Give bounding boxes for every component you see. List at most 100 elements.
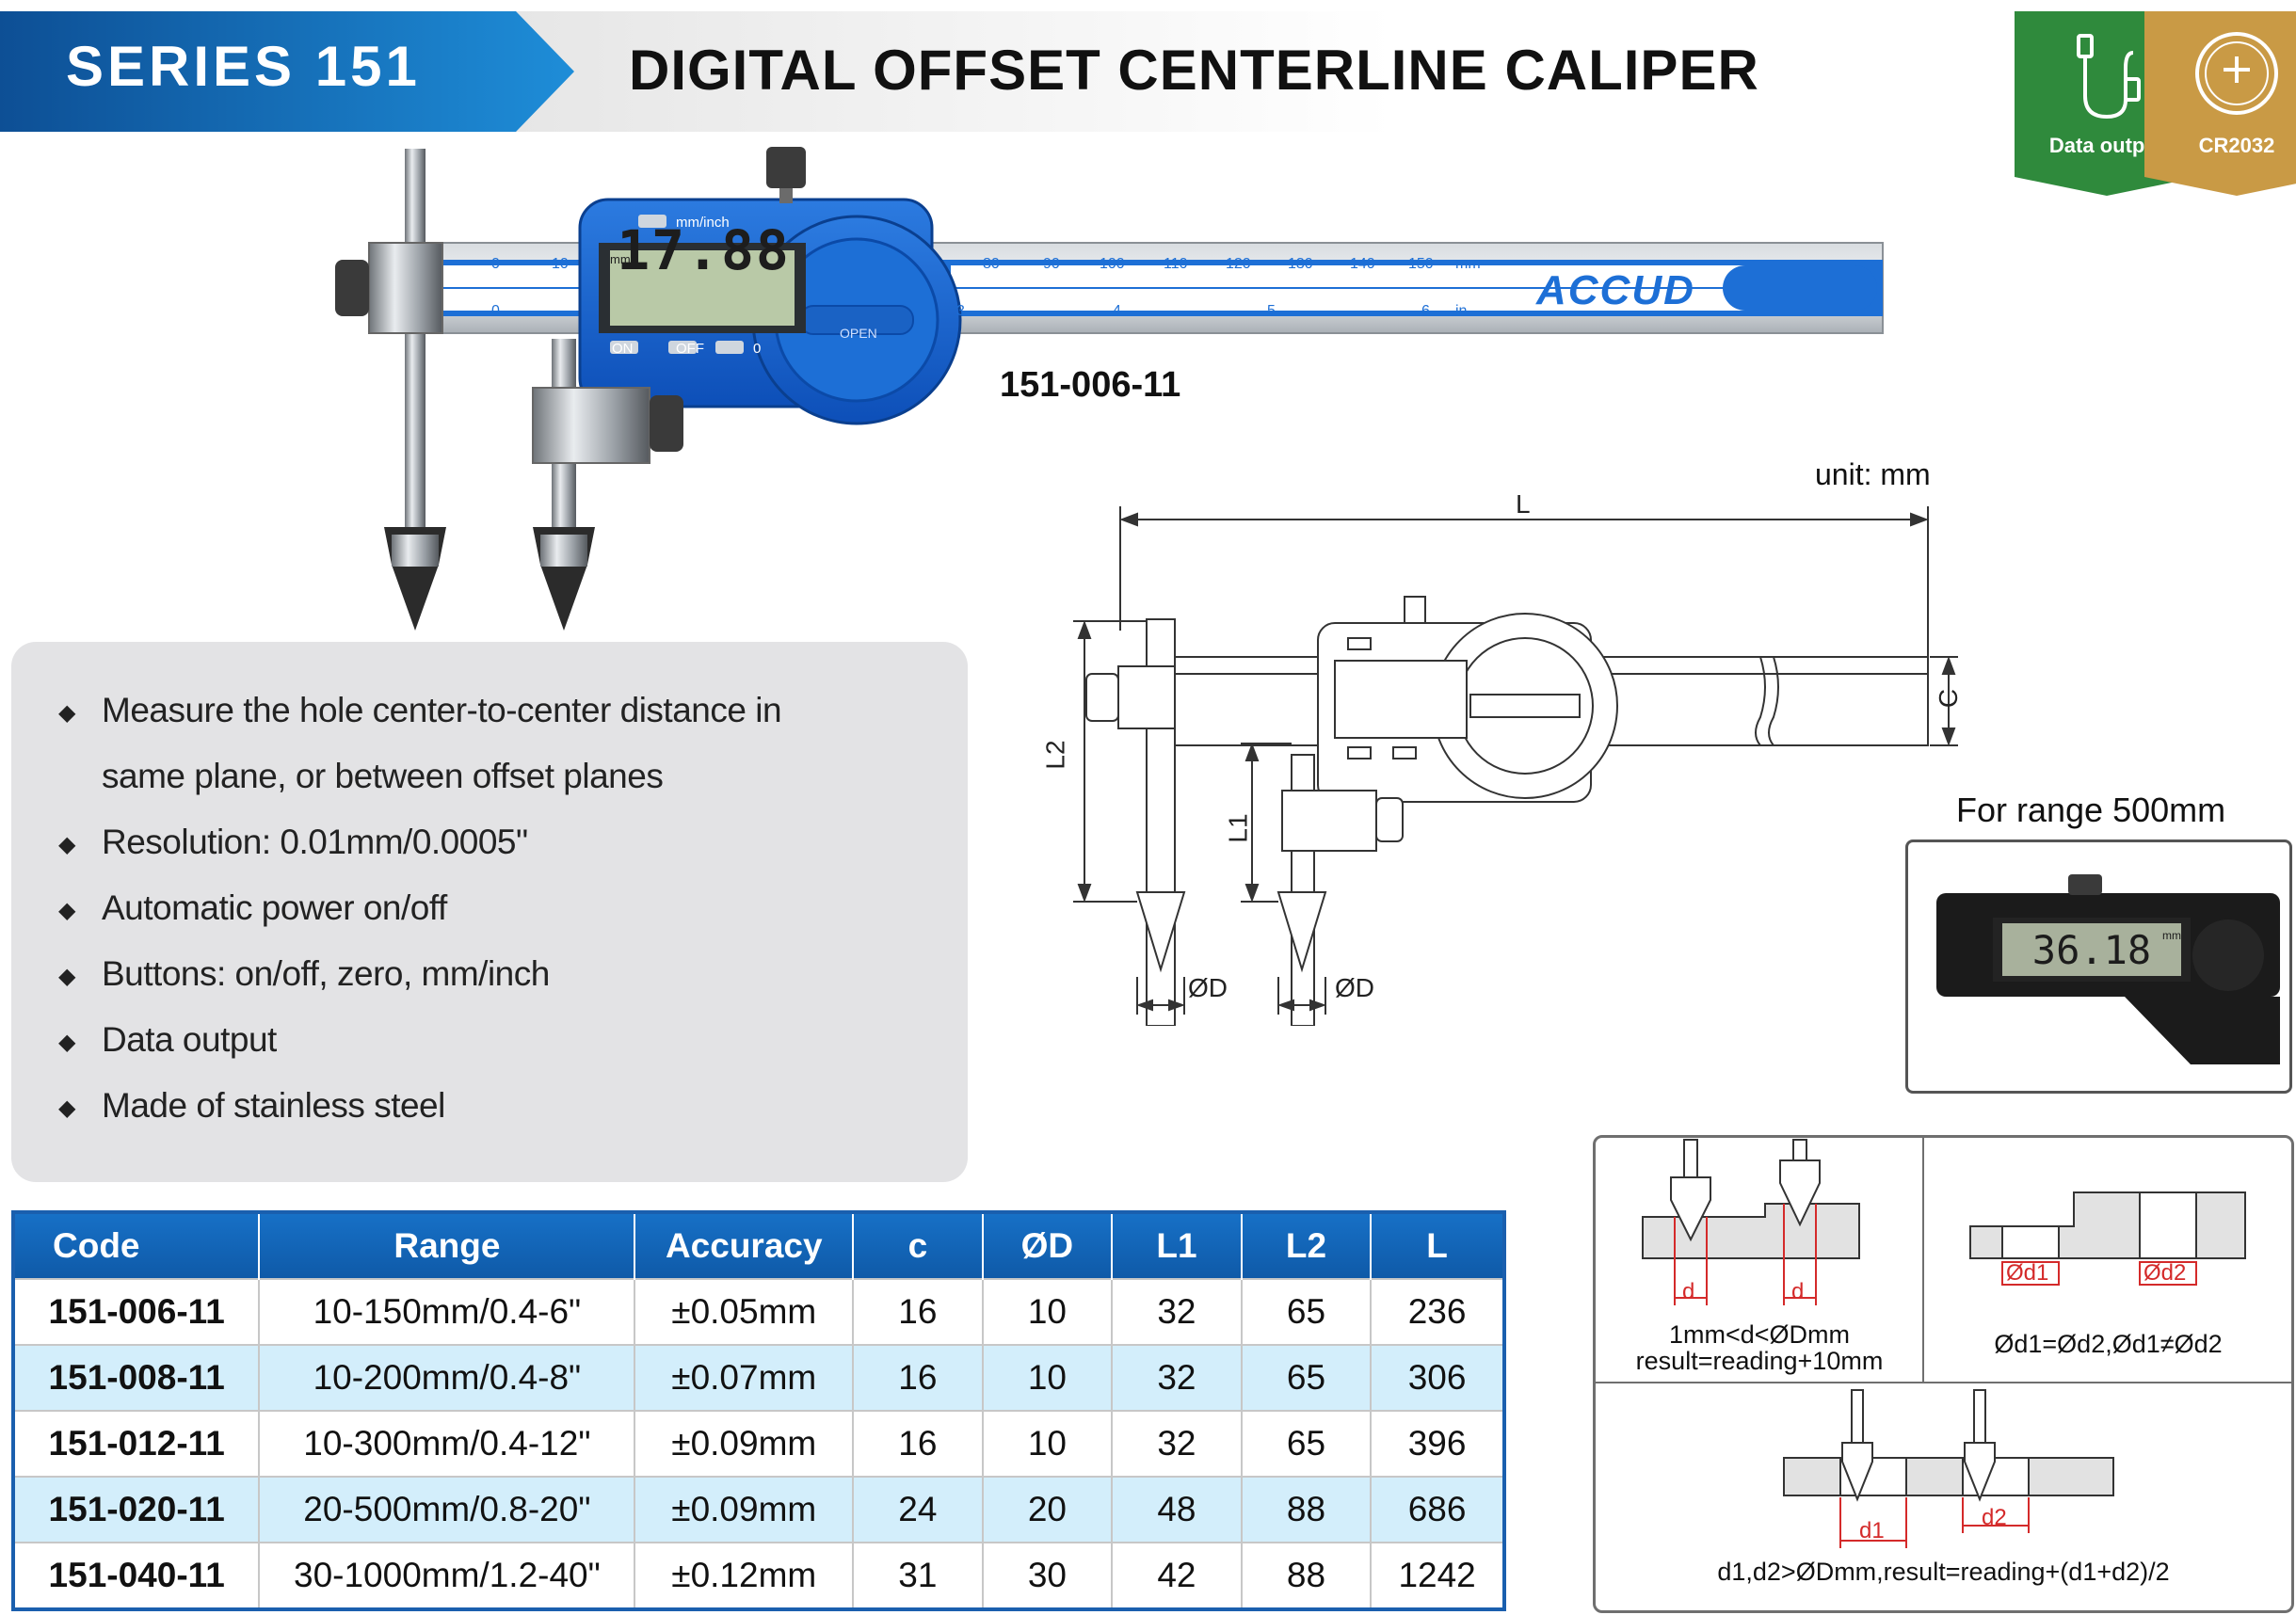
dim-L2-label: L2 — [1040, 740, 1070, 770]
feature-item: ◆Measure the hole center-to-center dista… — [58, 691, 782, 729]
cell-c: 16 — [853, 1345, 984, 1411]
cell-l: 236 — [1371, 1279, 1505, 1345]
case1-condition: 1mm<d<ØDmm — [1668, 1320, 1851, 1349]
cell-accuracy: ±0.09mm — [634, 1477, 855, 1543]
scale-mm-130: 130 — [1288, 256, 1313, 272]
cell-l2: 88 — [1241, 1477, 1373, 1543]
cell-range: 20-500mm/0.8-20" — [259, 1477, 636, 1543]
diamond-bullet-icon: ◆ — [58, 1095, 75, 1121]
table-row: 151-040-11 30-1000mm/1.2-40" ±0.12mm 31 … — [13, 1543, 1505, 1609]
cell-code: 151-020-11 — [13, 1477, 261, 1543]
zero-button-label: 0 — [753, 341, 762, 357]
scale-in-4: 4 — [1113, 303, 1121, 319]
diamond-bullet-icon: ◆ — [58, 1029, 75, 1055]
header-l1: L1 — [1112, 1212, 1243, 1279]
feature-item: ◆Automatic power on/off — [58, 888, 447, 927]
case1-d-right: d — [1791, 1279, 1805, 1304]
cell-code: 151-012-11 — [13, 1411, 261, 1477]
range500-photo: 36.18 mm — [1905, 839, 2292, 1094]
open-label: OPEN — [840, 326, 877, 341]
case2-d1: Ød1 — [2006, 1260, 2049, 1286]
dim-OD-left-label: ØD — [1188, 973, 1228, 1002]
cell-l: 686 — [1371, 1477, 1505, 1543]
range500-label: For range 500mm — [1956, 791, 2226, 829]
features-panel: ◆Measure the hole center-to-center dista… — [11, 642, 968, 1182]
title-background — [508, 11, 1393, 132]
scale-mm-110: 110 — [1164, 256, 1188, 272]
cell-l: 1242 — [1371, 1543, 1505, 1609]
range500-reading: 36.18 — [2031, 926, 2152, 973]
feature-item-continuation: same plane, or between offset planes — [102, 757, 664, 795]
diamond-bullet-icon: ◆ — [58, 699, 75, 726]
cell-accuracy: ±0.09mm — [634, 1411, 855, 1477]
model-caption: 151-006-11 — [1000, 365, 1181, 405]
header-accuracy: Accuracy — [634, 1212, 855, 1279]
cell-l2: 65 — [1241, 1279, 1373, 1345]
usb-cable-icon — [2077, 34, 2141, 120]
scale-mm-10: 10 — [552, 256, 569, 272]
measurement-illustrations: d d 1mm<d<ØDmm result=reading+10mm Ød1 Ø… — [1593, 1135, 2294, 1613]
cell-l1: 32 — [1112, 1279, 1243, 1345]
case2-d2: Ød2 — [2143, 1260, 2187, 1286]
dim-L-label: L — [1516, 489, 1531, 519]
feature-item: ◆Made of stainless steel — [58, 1086, 445, 1125]
table-row: 151-020-11 20-500mm/0.8-20" ±0.09mm 24 2… — [13, 1477, 1505, 1543]
cell-code: 151-006-11 — [13, 1279, 261, 1345]
cell-l: 306 — [1371, 1345, 1505, 1411]
scale-mm-0: 0 — [491, 256, 500, 272]
series-label: SERIES 151 — [66, 35, 421, 98]
unit-label: unit: mm — [1815, 457, 1931, 491]
cell-c: 24 — [853, 1477, 984, 1543]
cell-l1: 48 — [1112, 1477, 1243, 1543]
dim-C-label: C — [1934, 688, 1964, 709]
cell-l1: 32 — [1112, 1345, 1243, 1411]
feature-item: ◆Resolution: 0.01mm/0.0005" — [58, 823, 528, 861]
spec-table: Code Range Accuracy c ØD L1 L2 L 151-006… — [11, 1210, 1506, 1611]
lcd-unit: mm — [610, 252, 631, 266]
scale-in-5: 5 — [1267, 303, 1276, 319]
cell-c: 16 — [853, 1279, 984, 1345]
scale-mm-90: 90 — [1043, 256, 1060, 272]
case3-d1: d1 — [1859, 1518, 1885, 1543]
scale-in-unit: in — [1455, 303, 1468, 319]
cell-range: 10-150mm/0.4-6" — [259, 1279, 636, 1345]
lcd-reading: 17.88 — [617, 218, 791, 282]
table-row: 151-008-11 10-200mm/0.4-8" ±0.07mm 16 10… — [13, 1345, 1505, 1411]
cell-range: 30-1000mm/1.2-40" — [259, 1543, 636, 1609]
header-od: ØD — [982, 1212, 1114, 1279]
feature-item: ◆Buttons: on/off, zero, mm/inch — [58, 954, 550, 993]
range500-unit: mm — [2162, 929, 2181, 942]
cell-accuracy: ±0.07mm — [634, 1345, 855, 1411]
mm-inch-button-label: mm/inch — [676, 215, 730, 231]
case2-condition: Ød1=Ød2,Ød1≠Ød2 — [1994, 1330, 2223, 1358]
cell-l1: 32 — [1112, 1411, 1243, 1477]
cell-c: 31 — [853, 1543, 984, 1609]
coin-battery-icon — [2195, 32, 2278, 115]
table-row: 151-012-11 10-300mm/0.4-12" ±0.09mm 16 1… — [13, 1411, 1505, 1477]
cell-c: 16 — [853, 1411, 984, 1477]
case1-result: result=reading+10mm — [1635, 1347, 1884, 1375]
cell-accuracy: ±0.05mm — [634, 1279, 855, 1345]
dim-OD-right-label: ØD — [1335, 973, 1374, 1002]
cell-l1: 42 — [1112, 1543, 1243, 1609]
technical-drawing — [1073, 506, 1958, 1026]
cell-l2: 65 — [1241, 1345, 1373, 1411]
scale-mm-100: 100 — [1100, 256, 1125, 272]
cell-code: 151-040-11 — [13, 1543, 261, 1609]
feature-item: ◆Data output — [58, 1020, 277, 1059]
scale-mm-120: 120 — [1226, 256, 1251, 272]
cell-od: 20 — [982, 1477, 1114, 1543]
diamond-bullet-icon: ◆ — [58, 897, 75, 923]
header-code: Code — [13, 1212, 261, 1279]
page-title: DIGITAL OFFSET CENTERLINE CALIPER — [629, 39, 1759, 102]
series-banner-front — [0, 11, 574, 132]
header-l: L — [1371, 1212, 1505, 1279]
cell-l2: 65 — [1241, 1411, 1373, 1477]
cell-od: 10 — [982, 1345, 1114, 1411]
scale-in-3: 3 — [956, 303, 965, 319]
cell-range: 10-200mm/0.4-8" — [259, 1345, 636, 1411]
cell-range: 10-300mm/0.4-12" — [259, 1411, 636, 1477]
table-row: 151-006-11 10-150mm/0.4-6" ±0.05mm 16 10… — [13, 1279, 1505, 1345]
table-header-row: Code Range Accuracy c ØD L1 L2 L — [13, 1212, 1505, 1279]
cell-od: 10 — [982, 1279, 1114, 1345]
